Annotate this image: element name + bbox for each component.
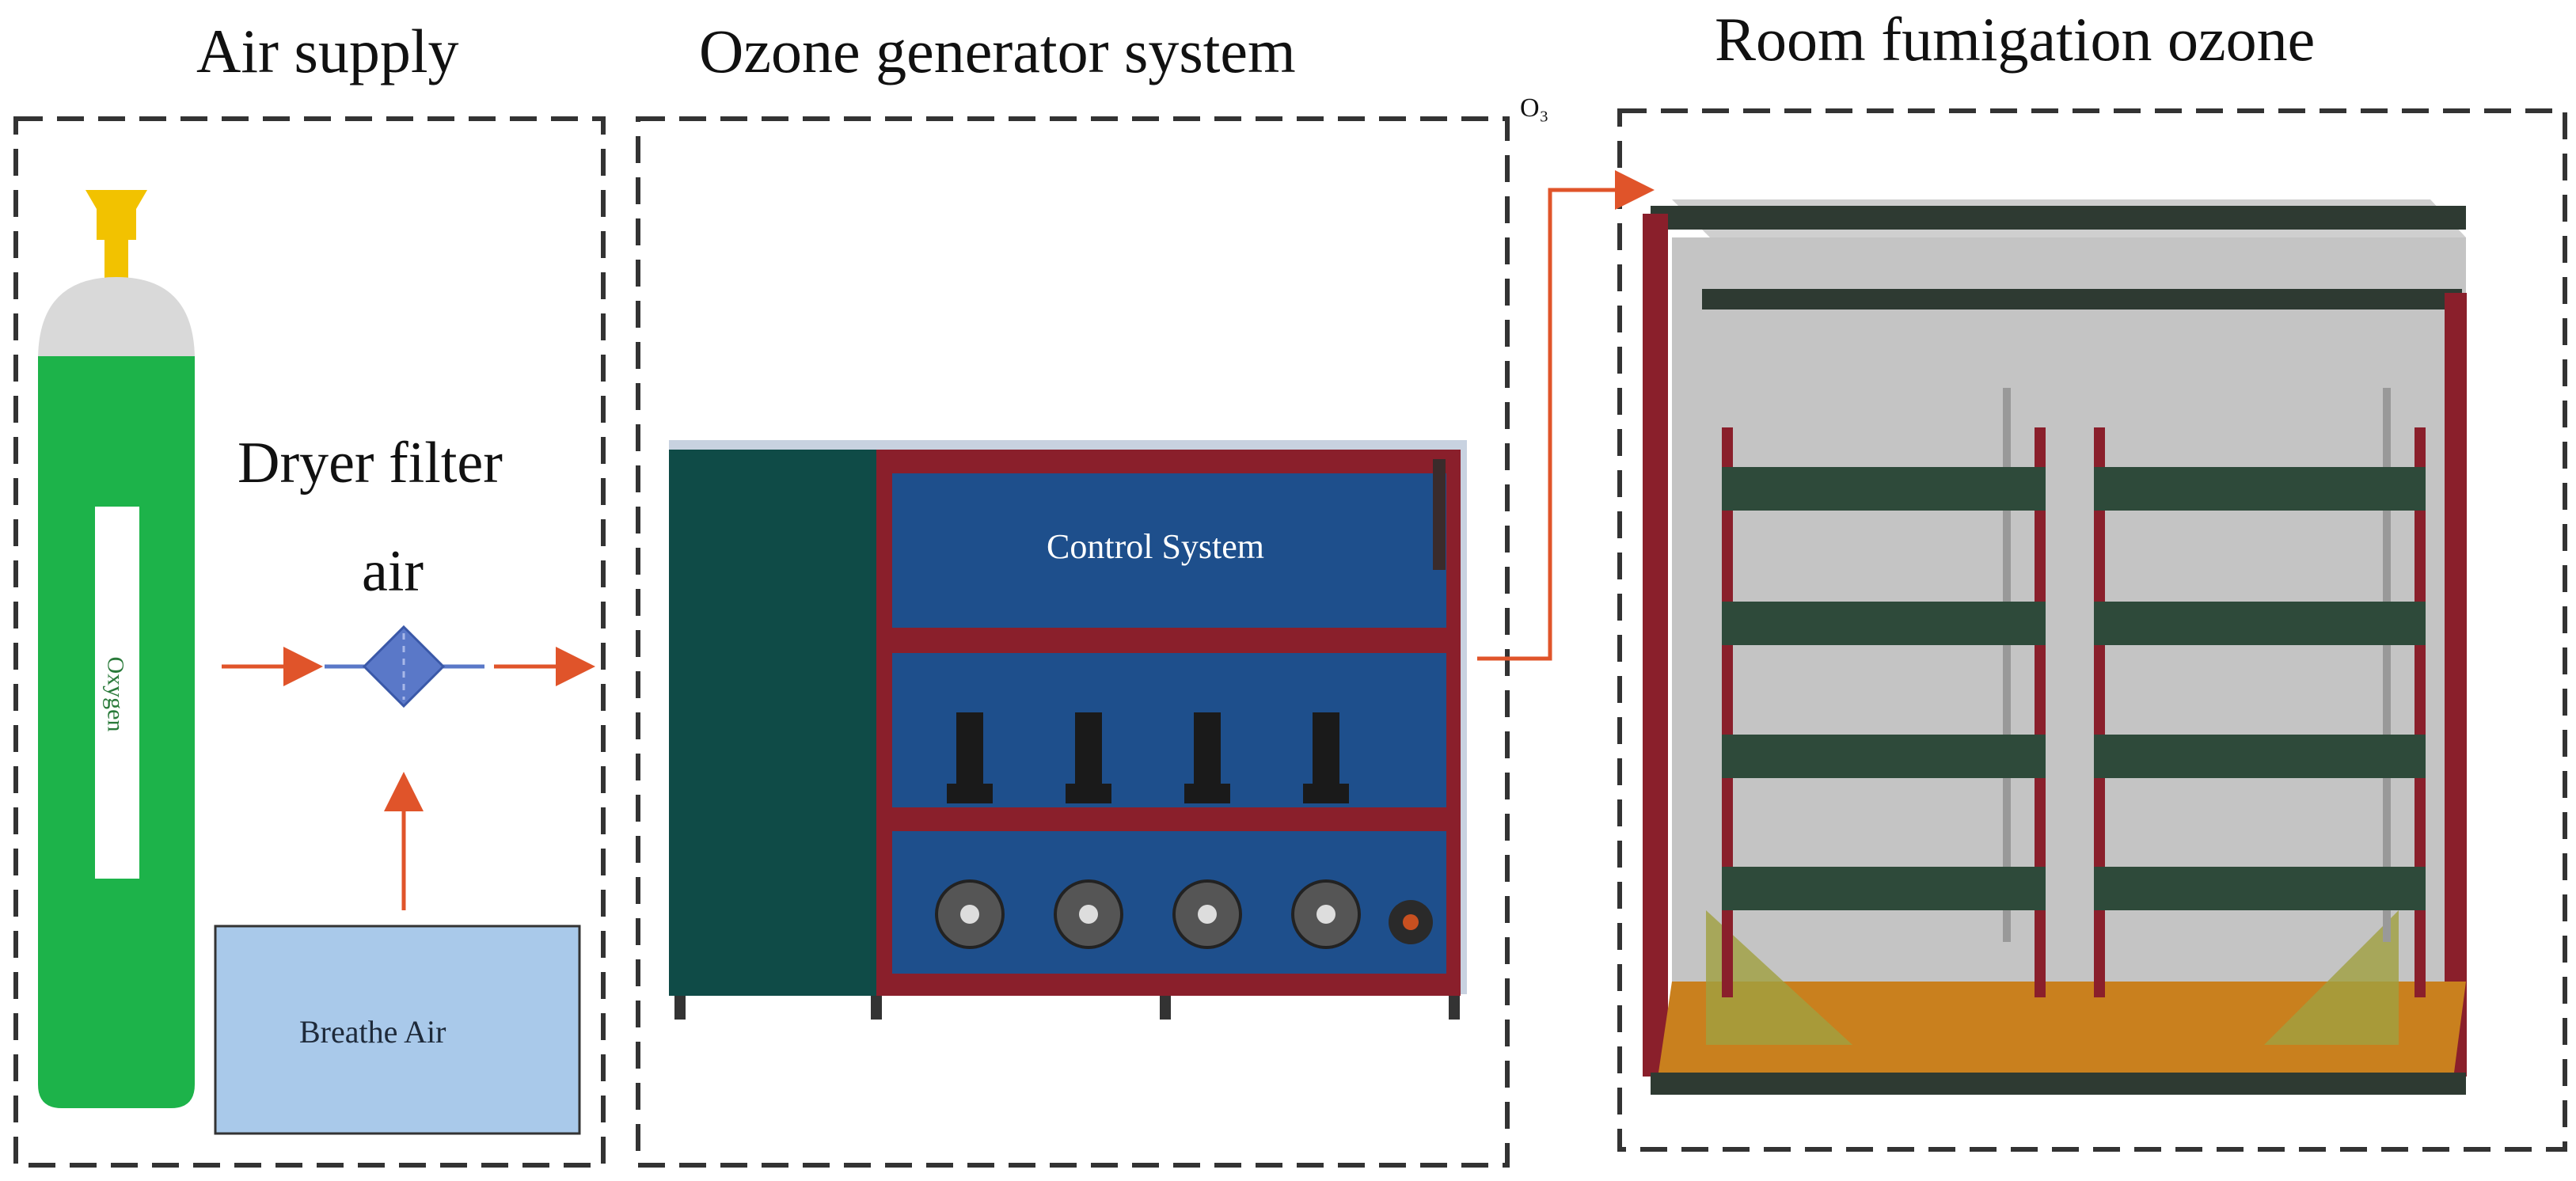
breathe-air-box (214, 925, 581, 1135)
left-rack (1722, 388, 2046, 997)
air-supply-border (13, 116, 606, 1168)
dryer-filter-label-line1: Dryer filter (237, 431, 503, 496)
breathe-air-label: Breathe Air (299, 1014, 446, 1050)
ozone-generator-cabinet (669, 440, 1467, 1020)
ozone-label: O₃ (1520, 93, 1549, 123)
right-rack (2094, 388, 2426, 997)
control-system-label: Control System (1047, 527, 1265, 566)
air-supply-title: Air supply (196, 17, 459, 85)
dryer-filter-label-line2: air (362, 539, 424, 604)
ozone-generator-title: Ozone generator system (699, 17, 1296, 85)
arrow-generator-to-room (1477, 170, 1655, 661)
oxygen-label: Oxygen (102, 656, 129, 732)
oxygen-cylinder (38, 190, 195, 1108)
room-fumigation-title: Room fumigation ozone (1715, 5, 2316, 74)
room-fumigation-border (1617, 108, 2567, 1152)
dryer-filter-icon (325, 625, 484, 708)
ozone-generator-border (636, 116, 1510, 1168)
fumigation-room (1643, 199, 2467, 1095)
